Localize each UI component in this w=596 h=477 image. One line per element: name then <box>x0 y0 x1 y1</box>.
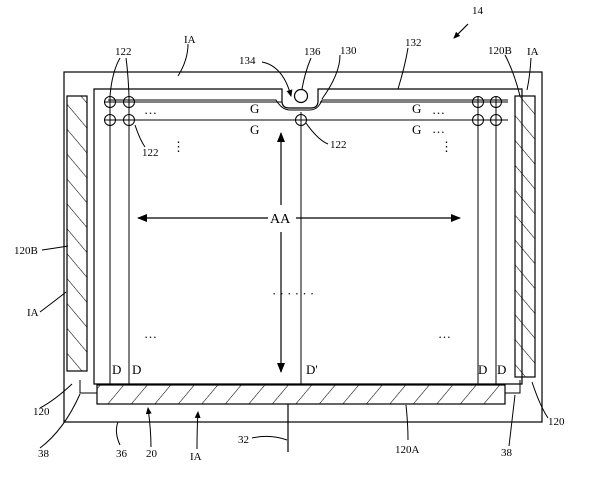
label-36: 36 <box>116 448 128 460</box>
bottom-data-driver-120A <box>96 384 506 405</box>
label-gate-g2: G <box>250 122 259 137</box>
sensor-hole-136 <box>293 88 309 104</box>
label-136: 136 <box>304 46 321 58</box>
dots-vertical-right: ⋮ <box>440 139 453 154</box>
right-gate-driver-120B <box>514 95 536 378</box>
label-gate-g4: G <box>412 122 421 137</box>
dots-top-right: … <box>432 102 445 117</box>
label-data-d3: D <box>478 362 487 377</box>
label-122-tl: 122 <box>115 46 132 58</box>
label-38-right: 38 <box>501 447 513 459</box>
dots-vertical-left: ⋮ <box>172 139 185 154</box>
label-130: 130 <box>340 45 357 57</box>
label-120-left: 120 <box>33 406 50 418</box>
label-data-d1: D <box>112 362 121 377</box>
label-ia-bottom: IA <box>190 451 202 463</box>
label-gate-g3: G <box>412 101 421 116</box>
dots-center: · · · · · · <box>272 286 314 301</box>
label-38-left: 38 <box>38 448 50 460</box>
leader-lines <box>39 43 549 450</box>
ref-14-arrow <box>453 23 469 39</box>
label-ia-right: IA <box>527 46 539 58</box>
label-32: 32 <box>238 434 249 446</box>
label-120A: 120A <box>395 444 420 456</box>
label-122-center: 122 <box>330 139 347 151</box>
crossing-markers <box>104 96 502 126</box>
label-data-d4: D <box>497 362 506 377</box>
dots-top-left: … <box>144 102 157 117</box>
label-120B-left: 120B <box>14 245 38 257</box>
label-120-right: 120 <box>548 416 565 428</box>
display-layer-outline <box>93 88 523 385</box>
dots-bottom-left: … <box>144 326 157 341</box>
label-120B-right: 120B <box>488 45 512 57</box>
bottom-border-38 <box>79 380 521 394</box>
dots-top-right-2: … <box>432 121 445 136</box>
label-data-d2: D <box>132 362 141 377</box>
label-134: 134 <box>239 55 256 67</box>
label-20: 20 <box>146 448 158 460</box>
label-ia-top: IA <box>184 34 196 46</box>
left-gate-driver-120B <box>66 95 88 372</box>
label-gate-g1: G <box>250 101 259 116</box>
label-14: 14 <box>472 5 484 17</box>
label-data-dprime: D' <box>306 362 318 377</box>
label-132: 132 <box>405 37 422 49</box>
label-122-tl2: 122 <box>142 147 159 159</box>
notch-boundary <box>108 99 508 111</box>
label-ia-left: IA <box>27 307 39 319</box>
dots-bottom-right: … <box>438 326 451 341</box>
label-active-area: AA <box>270 212 291 227</box>
